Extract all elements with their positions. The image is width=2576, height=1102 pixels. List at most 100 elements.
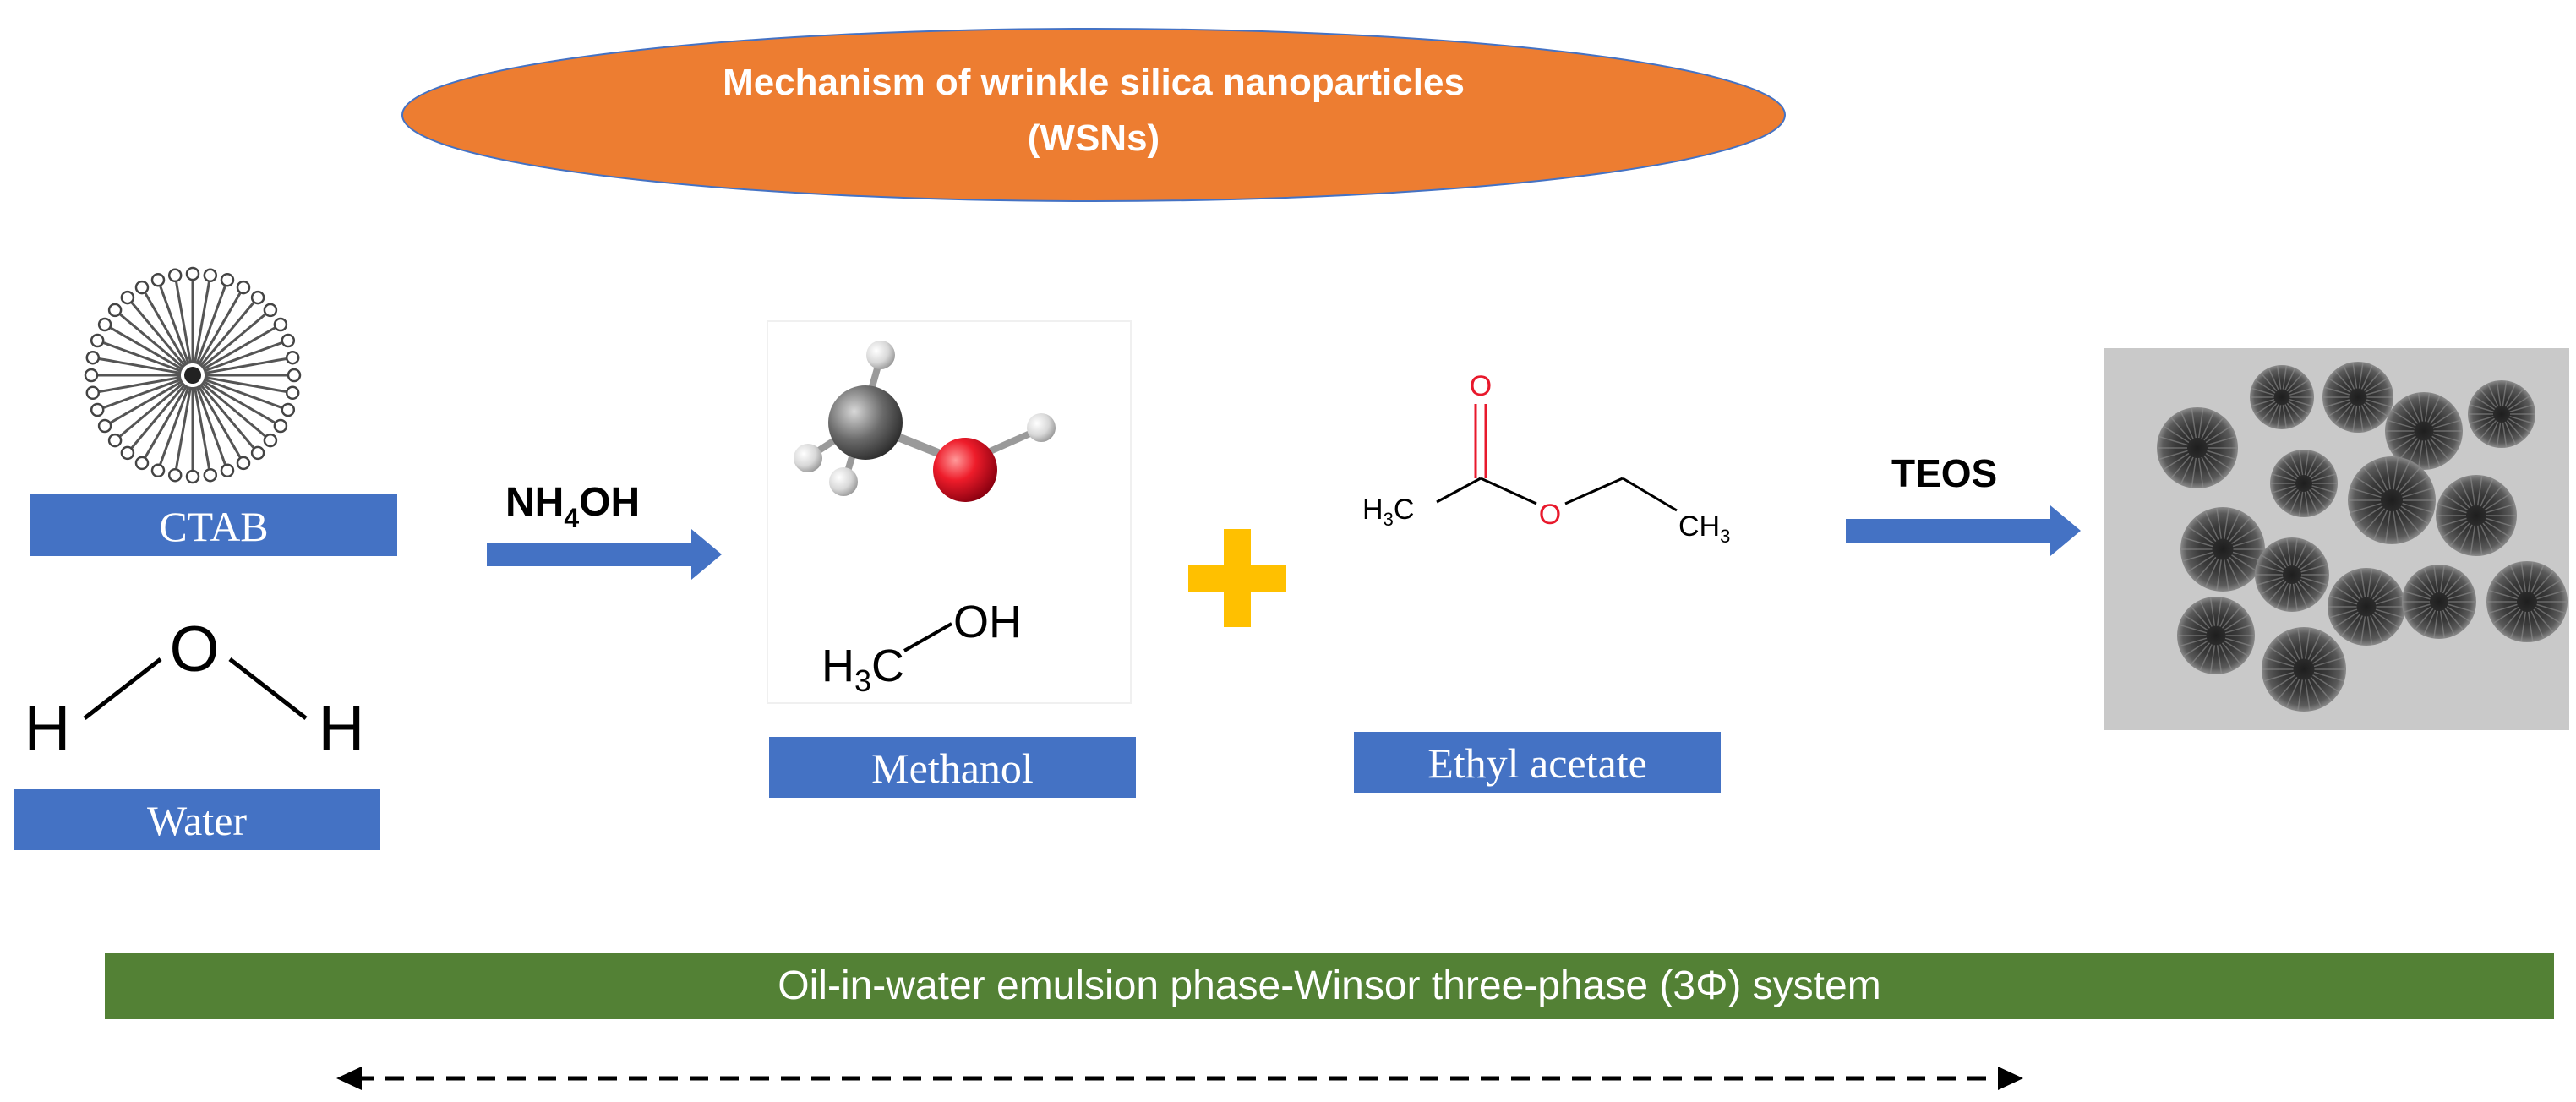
- phase-bar-label: Oil-in-water emulsion phase-Winsor three…: [778, 963, 1880, 1008]
- nanoparticle-wrinkle: [2533, 608, 2554, 633]
- nanoparticle-wrinkle: [2371, 614, 2393, 636]
- nanoparticle-wrinkle: [2363, 370, 2382, 391]
- dashed-double-arrow: [336, 1067, 2023, 1090]
- surfactant-tail: [159, 286, 190, 365]
- nanoparticle-wrinkle: [2224, 624, 2253, 634]
- surfactant-tail: [175, 386, 193, 469]
- nanoparticle-wrinkle: [2209, 597, 2216, 626]
- nanoparticle-wrinkle: [2297, 546, 2317, 569]
- nanoparticle-wrinkle: [2343, 405, 2355, 429]
- nanoparticle-wrinkle: [2442, 609, 2455, 636]
- nanoparticle-wrinkle: [2308, 489, 2327, 510]
- nanoparticle-wrinkle: [2476, 525, 2483, 555]
- surfactant-head: [273, 317, 288, 332]
- nanoparticle-wrinkle: [2340, 614, 2361, 636]
- title-ellipse-shape: [401, 28, 1786, 202]
- nanoparticle-wrinkle: [2427, 396, 2441, 423]
- nanoparticle-wrinkle: [2216, 645, 2223, 674]
- nanoparticle-wrinkle: [2311, 473, 2336, 482]
- water-label: Water: [147, 797, 247, 844]
- surfactant-head: [203, 467, 218, 483]
- nanoparticle-wrinkle: [2360, 405, 2373, 429]
- nanoparticle-wrinkle: [2442, 568, 2455, 594]
- nanoparticle-wrinkle: [2408, 606, 2432, 622]
- nanoparticle-wrinkle: [2476, 476, 2483, 506]
- ctab-micelle-illustration: [84, 266, 302, 484]
- nanoparticle-wrinkle: [2268, 646, 2295, 664]
- nanoparticle-wrinkle: [2300, 576, 2328, 586]
- ethyl-acetate-h3c: H3C: [1362, 494, 1414, 530]
- nanoparticle-wrinkle: [2350, 502, 2382, 514]
- surfactant-head: [281, 402, 296, 417]
- nanoparticle-wrinkle: [2191, 408, 2197, 439]
- hydrogen-atom: [829, 467, 858, 496]
- nanoparticle-wrinkle: [2488, 603, 2518, 614]
- nanoparticle-wrinkle: [2276, 676, 2298, 701]
- nanoparticle-wrinkle: [2374, 611, 2399, 629]
- nanoparticle-wrinkle: [2263, 671, 2295, 682]
- nanoparticle-wrinkle: [2219, 600, 2233, 627]
- nanoparticle-wrinkle: [2182, 537, 2213, 548]
- nanoparticle-wrinkle: [2282, 405, 2288, 429]
- nanoparticle-wrinkle: [2366, 386, 2392, 396]
- ethyl-acetate-structure: O H3C O CH3: [1362, 370, 1730, 547]
- nanoparticle-wrinkle: [2268, 546, 2287, 569]
- nanoparticle: [2436, 475, 2517, 556]
- surfactant-tail: [195, 385, 226, 465]
- nanoparticle-wrinkle: [2299, 554, 2323, 570]
- arrowhead-left: [336, 1067, 362, 1090]
- nanoparticle-wrinkle: [2427, 439, 2441, 466]
- nanoparticle-wrinkle: [2404, 591, 2431, 600]
- nanoparticle-wrinkle: [2530, 565, 2545, 593]
- surfactant-tail: [204, 357, 287, 375]
- nanoparticle-wrinkle: [2486, 517, 2515, 528]
- nanoparticle-wrinkle: [2170, 417, 2191, 441]
- nanoparticle-wrinkle: [2415, 608, 2434, 630]
- nanoparticle-wrinkle: [2470, 416, 2494, 424]
- surfactant-tail: [99, 375, 182, 393]
- nanoparticle-wrinkle: [2470, 476, 2476, 506]
- nanoparticle-wrinkle: [2310, 676, 2332, 701]
- nanoparticle-wrinkle: [2276, 541, 2289, 567]
- nanoparticle-wrinkle: [2352, 363, 2358, 389]
- surfactant-head: [236, 456, 251, 471]
- teos-reagent: TEOS: [1891, 451, 1997, 495]
- nanoparticle-wrinkle: [2437, 503, 2467, 514]
- nanoparticle-wrinkle: [2448, 591, 2475, 600]
- surfactant-head: [220, 463, 235, 478]
- methanol-label-box: [769, 737, 1136, 798]
- nanoparticle-wrinkle: [2305, 628, 2311, 659]
- nanoparticle-wrinkle: [2492, 579, 2519, 597]
- nanoparticle-wrinkle: [2298, 450, 2304, 476]
- nanoparticle-wrinkle: [2442, 493, 2469, 511]
- nanoparticle-wrinkle: [2268, 368, 2279, 390]
- nanoparticle-wrinkle: [2444, 573, 2464, 596]
- nanoparticle-wrinkle: [2257, 564, 2284, 573]
- nanoparticle-wrinkle: [2272, 485, 2296, 494]
- nanoparticle-wrinkle: [2203, 417, 2224, 441]
- nanoparticle-wrinkle: [2398, 508, 2420, 533]
- nanoparticle-wrinkle: [2205, 452, 2232, 471]
- surfactant-head: [287, 368, 302, 383]
- methanol-oh: OH: [953, 597, 1022, 647]
- nanoparticle-wrinkle: [2268, 404, 2279, 427]
- nanoparticle-wrinkle: [2439, 565, 2445, 593]
- surfactant-tail: [202, 326, 276, 371]
- surfactant-head: [285, 350, 300, 365]
- nanoparticle-wrinkle: [2204, 511, 2219, 540]
- methanol-formula: H3C OH: [821, 597, 1022, 698]
- ethyl-acetate-label: Ethyl acetate: [1427, 739, 1647, 787]
- nanoparticle-wrinkle: [2226, 559, 2241, 587]
- surfactant-head: [203, 268, 218, 283]
- surfactant-tail: [199, 302, 255, 368]
- nanoparticle-wrinkle: [2288, 401, 2309, 415]
- nanoparticle-wrinkle: [2391, 435, 2416, 453]
- nanoparticle-wrinkle: [2306, 452, 2318, 477]
- nanoparticle-wrinkle: [2297, 628, 2303, 659]
- nanoparticle: [2250, 365, 2314, 429]
- surfactant-head: [250, 445, 265, 461]
- surfactant-head: [185, 266, 200, 281]
- nanoparticle-wrinkle: [2328, 401, 2351, 417]
- nanoparticle-wrinkle: [2437, 517, 2467, 528]
- surfactant-tail: [110, 326, 183, 371]
